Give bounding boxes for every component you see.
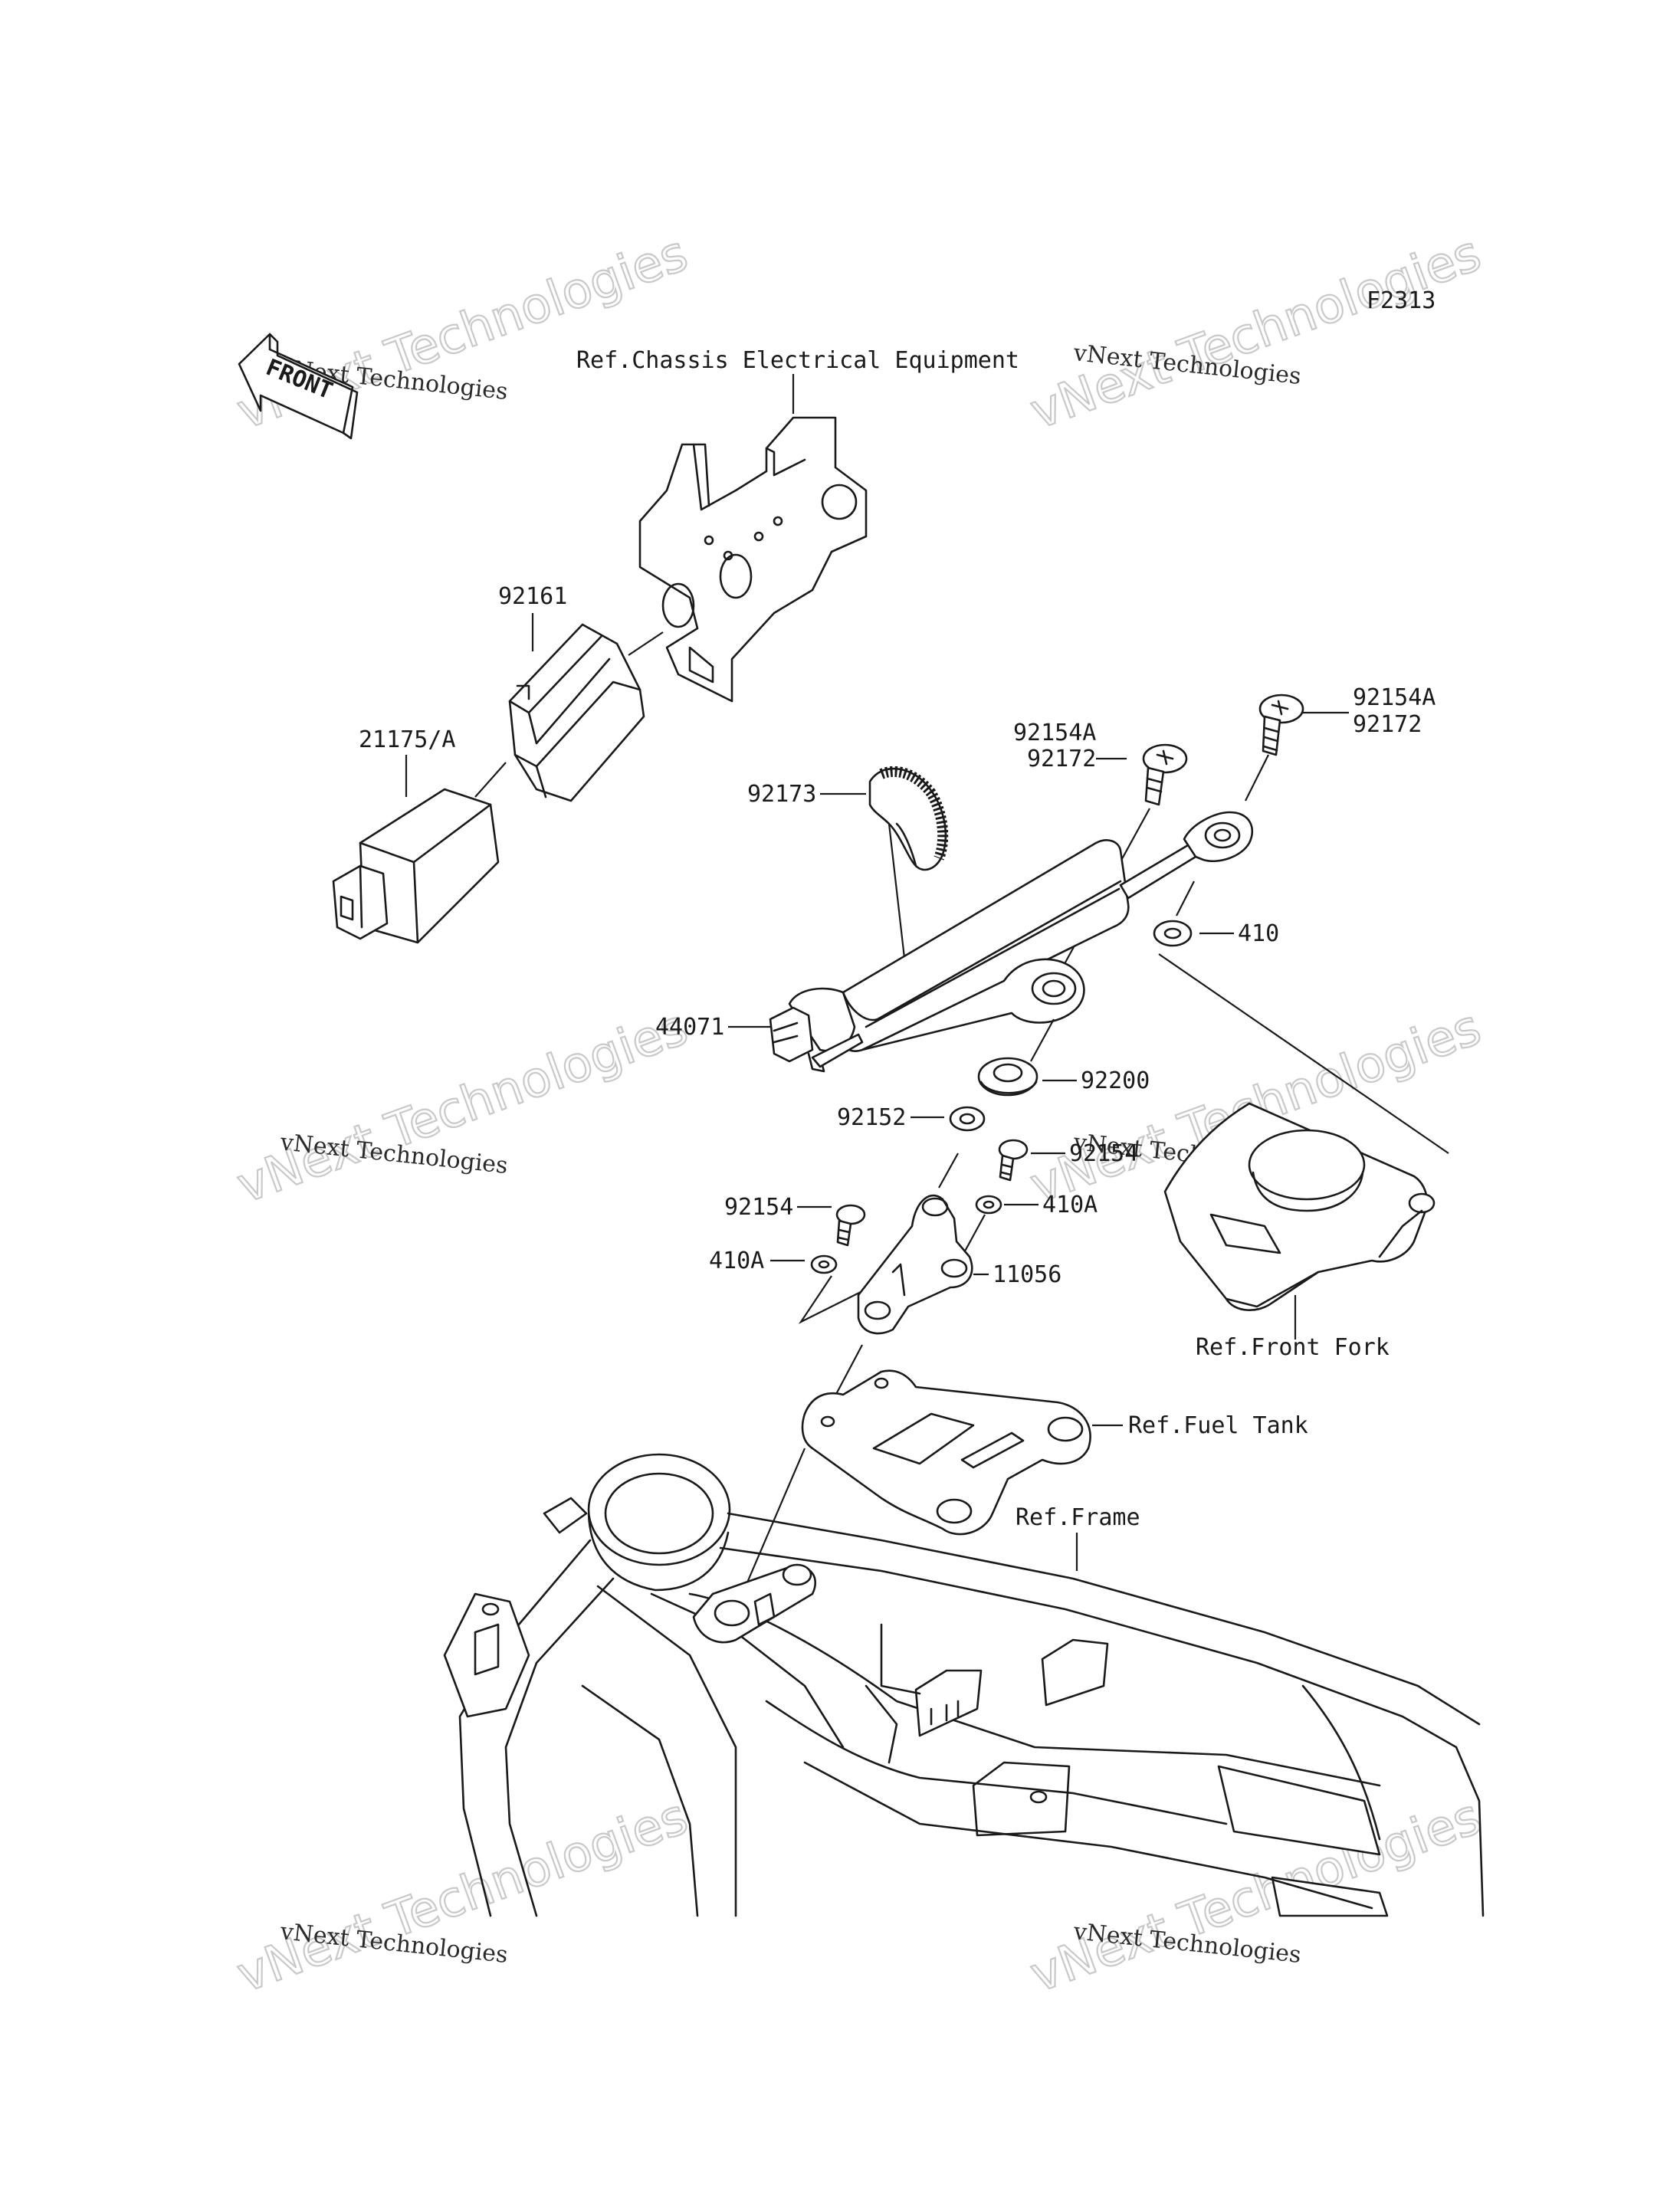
holder-to-ecu-leader — [474, 762, 507, 798]
label-44071: 44071 — [655, 1014, 724, 1041]
chassis-bracket-part — [638, 416, 868, 703]
svg-text:vNext Technologies: vNext Technologies — [230, 1789, 694, 2004]
ref-chassis-label: Ref.Chassis Electrical Equipment — [576, 347, 1019, 374]
label-92154A-right: 92154A — [1353, 684, 1436, 711]
svg-text:vNext Technologies: vNext Technologies — [1023, 225, 1488, 441]
bolt-92154A-mid — [1142, 743, 1188, 806]
washer-410A-left — [810, 1254, 838, 1274]
bolt-92154A-right — [1258, 694, 1304, 756]
rubber-holder-92161 — [508, 623, 645, 802]
washer-410A-right — [975, 1195, 1002, 1215]
figure-code: F2313 — [1367, 287, 1436, 314]
label-92200: 92200 — [1081, 1067, 1150, 1094]
label-92154-left: 92154 — [724, 1194, 793, 1221]
collar-92152 — [949, 1106, 986, 1132]
label-92154-right: 92154 — [1069, 1140, 1138, 1167]
bolt-92154-left — [835, 1204, 866, 1247]
watermark-top-right: vNext Technologies vNext Technologies — [1022, 225, 1489, 441]
label-92172-mid: 92172 — [1027, 746, 1096, 772]
fuel-tank-bracket — [801, 1369, 1091, 1536]
label-92154A-mid: 92154A — [1013, 720, 1096, 746]
label-410: 410 — [1238, 920, 1279, 947]
bushing-92200 — [977, 1057, 1039, 1097]
watermark-bottom-left: vNext Technologies vNext Technologies — [229, 1788, 696, 2005]
label-410A-right: 410A — [1042, 1192, 1098, 1218]
band-92173 — [868, 766, 949, 871]
label-92172-right: 92172 — [1353, 711, 1422, 738]
ref-front-fork-label: Ref.Front Fork — [1196, 1334, 1390, 1361]
label-11056: 11056 — [993, 1261, 1061, 1288]
label-92173: 92173 — [747, 781, 816, 808]
motorcycle-frame — [443, 1453, 1485, 1917]
label-410A-left: 410A — [709, 1248, 764, 1274]
label-21175A: 21175/A — [359, 726, 455, 753]
ref-frame-label: Ref.Frame — [1016, 1504, 1140, 1531]
washer-410 — [1153, 920, 1193, 947]
watermark-mid-left: vNext Technologies vNext Technologies — [229, 998, 696, 1215]
label-92161: 92161 — [498, 583, 567, 610]
front-fork-clamp — [1163, 1102, 1436, 1311]
bolt-92154-right — [998, 1139, 1029, 1182]
ref-fuel-tank-label: Ref.Fuel Tank — [1128, 1412, 1308, 1439]
bracket-to-92161-leader — [628, 631, 664, 656]
bracket-11056 — [857, 1194, 973, 1335]
steering-damper-44071 — [769, 811, 1254, 1073]
label-92152: 92152 — [837, 1104, 906, 1131]
svg-text:vNext Technologies: vNext Technologies — [230, 999, 694, 1215]
ecu-unit-21175A — [332, 788, 500, 944]
